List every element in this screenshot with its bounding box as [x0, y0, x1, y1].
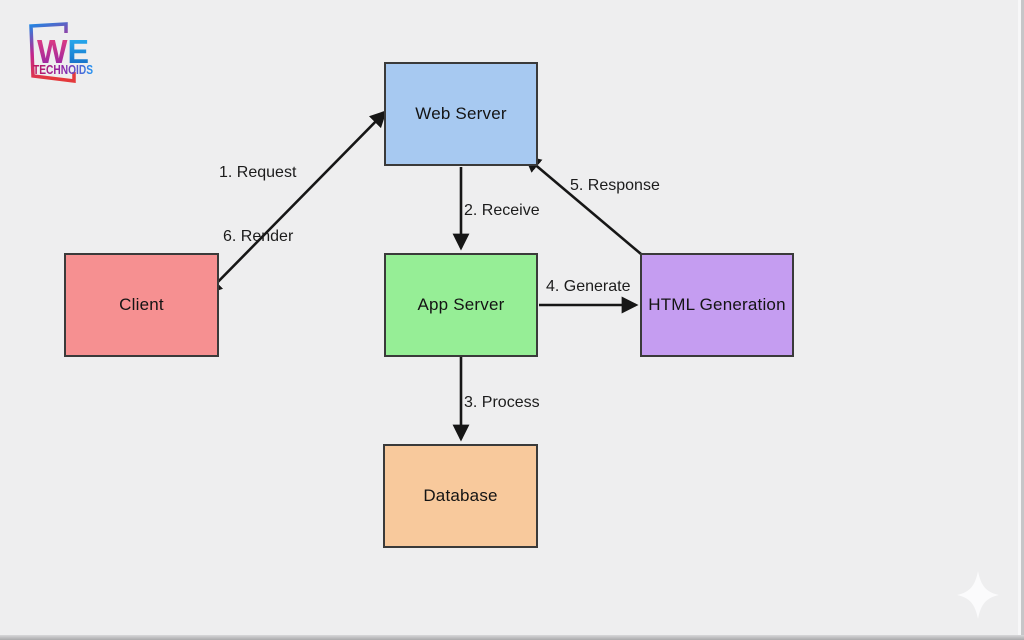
arrow-client-webserver [205, 110, 387, 295]
logo-wordmark: WE [37, 33, 89, 70]
frame-edge-highlight [1018, 0, 1021, 640]
frame-edge-right [1021, 0, 1024, 640]
edge-label-request: 1. Request [219, 164, 297, 181]
arrow-htmlgeneration-webserver [524, 155, 642, 255]
edge-label-generate: 4. Generate [546, 278, 631, 295]
edge-label-receive: 2. Receive [464, 202, 540, 219]
node-label: Web Server [415, 104, 507, 123]
logo-letter-w: W [37, 33, 68, 70]
logo-letter-e: E [67, 33, 89, 70]
logo-subtitle: TECHNOIDS [33, 62, 93, 77]
node-label: Database [423, 486, 498, 505]
edge-label-process: 3. Process [464, 394, 540, 411]
node-database: Database [383, 444, 538, 548]
node-html-generation: HTML Generation [640, 253, 794, 357]
logo-frame-icon [29, 22, 76, 83]
node-label: App Server [417, 295, 505, 314]
edge-label-render: 6. Render [223, 228, 294, 245]
edge-label-response: 5. Response [570, 177, 660, 194]
node-client: Client [64, 253, 219, 357]
node-web-server: Web Server [384, 62, 538, 166]
node-label: HTML Generation [648, 295, 786, 314]
frame-edge-bottom [0, 635, 1024, 640]
node-label: Client [119, 295, 164, 314]
node-app-server: App Server [384, 253, 538, 357]
sparkle-icon [957, 571, 999, 619]
wetechnoids-logo: WE TECHNOIDS [29, 22, 93, 83]
